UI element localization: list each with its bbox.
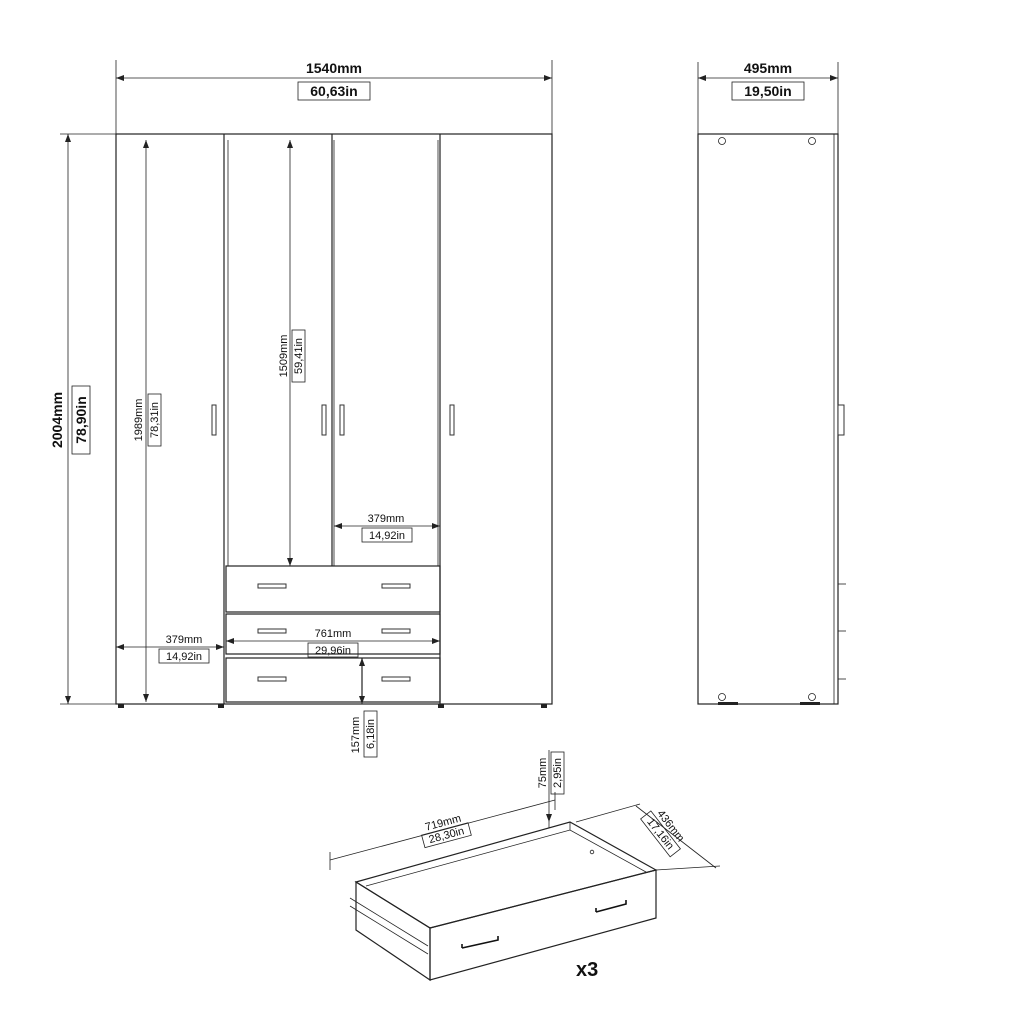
drawer-detail-height-in: 2,95in <box>552 758 564 788</box>
foot <box>541 704 547 708</box>
arrow-head <box>116 644 124 650</box>
foot <box>438 704 444 708</box>
drawer-width-mm: 761mm <box>315 628 352 640</box>
drawer-detail-height-mm: 75mm <box>537 758 549 789</box>
foot <box>718 702 738 705</box>
arrow-head <box>334 523 342 529</box>
arrow-head <box>143 140 149 148</box>
arrow-head <box>698 75 706 81</box>
shelf-width-mm: 379mm <box>368 513 405 525</box>
drawer-side-panel <box>355 880 431 982</box>
label-box <box>640 810 681 858</box>
drawer-handle <box>595 900 627 913</box>
drawer-handle <box>257 676 287 682</box>
label-box <box>147 393 162 447</box>
mirror-height-mm: 1509mm <box>278 335 290 378</box>
front-view: 1540mm 60,63in 2004mm 78,90in 1989mm 78,… <box>49 60 553 758</box>
drawer-depth-line <box>635 805 717 869</box>
label-box <box>307 642 359 658</box>
arrow-head <box>546 814 552 822</box>
door-handle-side <box>837 404 845 436</box>
arrow-head <box>226 638 234 644</box>
drawer-width-in: 29,96in <box>315 645 351 657</box>
foot <box>118 704 124 708</box>
foot <box>800 702 820 705</box>
side-body <box>697 133 839 705</box>
arrow-head <box>216 644 224 650</box>
inner-height-in: 78,31in <box>149 402 161 438</box>
drawer-top-outline <box>354 821 658 929</box>
arrow-head <box>544 75 552 81</box>
arrow-head <box>830 75 838 81</box>
front-width-in: 60,63in <box>310 83 357 99</box>
label-box <box>363 710 378 758</box>
drawer-front <box>225 613 441 655</box>
side-width-mm: 379mm <box>166 634 203 646</box>
drawer-inner-edge <box>365 829 647 887</box>
front-height-mm: 2004mm <box>49 392 65 448</box>
drawer-handle <box>461 936 499 949</box>
extension-line <box>575 803 641 823</box>
front-width-mm: 1540mm <box>306 60 362 76</box>
drawer-runner <box>349 905 429 955</box>
arrow-head <box>432 638 440 644</box>
arrow-head <box>65 696 71 704</box>
arrow-head <box>116 75 124 81</box>
inner-height-mm: 1989mm <box>133 399 145 442</box>
arrow-head <box>65 134 71 142</box>
extension-line <box>655 865 721 871</box>
arrow-head <box>359 658 365 666</box>
hinge-hole <box>718 137 726 145</box>
drawer-handle <box>381 583 411 589</box>
drawer-quantity: x3 <box>576 959 598 981</box>
drawer-handle <box>381 676 411 682</box>
drawer-front-panel <box>429 869 657 981</box>
label-box <box>158 648 210 664</box>
arrow-head <box>143 694 149 702</box>
label-box <box>361 527 413 543</box>
arrow-head <box>359 696 365 704</box>
drawer-front <box>225 657 441 703</box>
arrow-head <box>432 523 440 529</box>
door-handle <box>321 404 327 436</box>
hinge-hole <box>718 693 726 701</box>
door-handle <box>449 404 455 436</box>
side-view: 495mm 19,50in <box>697 60 846 705</box>
side-width-in: 14,92in <box>166 651 202 663</box>
wardrobe-body <box>115 133 553 705</box>
label-box <box>297 81 371 101</box>
drawer-detail: 719mm 28,30in 75mm 2,95in 436mm 17,16in … <box>329 750 721 982</box>
plinth-in: 6,18in <box>365 719 377 749</box>
drawer-front <box>225 565 441 613</box>
foot <box>218 704 224 708</box>
drawer-width-line <box>329 799 556 861</box>
drawer-screw <box>589 849 595 855</box>
drawer-handle <box>257 583 287 589</box>
plinth-mm: 157mm <box>350 717 362 754</box>
side-depth-mm: 495mm <box>744 60 792 76</box>
drawer-runner <box>349 897 429 947</box>
door-handle <box>211 404 217 436</box>
label-box <box>550 751 565 795</box>
arrow-head <box>287 558 293 566</box>
side-depth-in: 19,50in <box>744 83 791 99</box>
shelf-width-in: 14,92in <box>369 530 405 542</box>
drawer-handle <box>257 628 287 634</box>
hinge-hole <box>808 693 816 701</box>
door-handle <box>339 404 345 436</box>
mirror-height-in: 59,41in <box>293 338 305 374</box>
label-box <box>731 81 805 101</box>
label-box <box>421 822 472 849</box>
hinge-hole <box>808 137 816 145</box>
arrow-head <box>287 140 293 148</box>
drawer-handle <box>381 628 411 634</box>
label-box <box>291 329 306 383</box>
front-height-in: 78,90in <box>73 396 89 443</box>
label-box <box>71 385 91 455</box>
